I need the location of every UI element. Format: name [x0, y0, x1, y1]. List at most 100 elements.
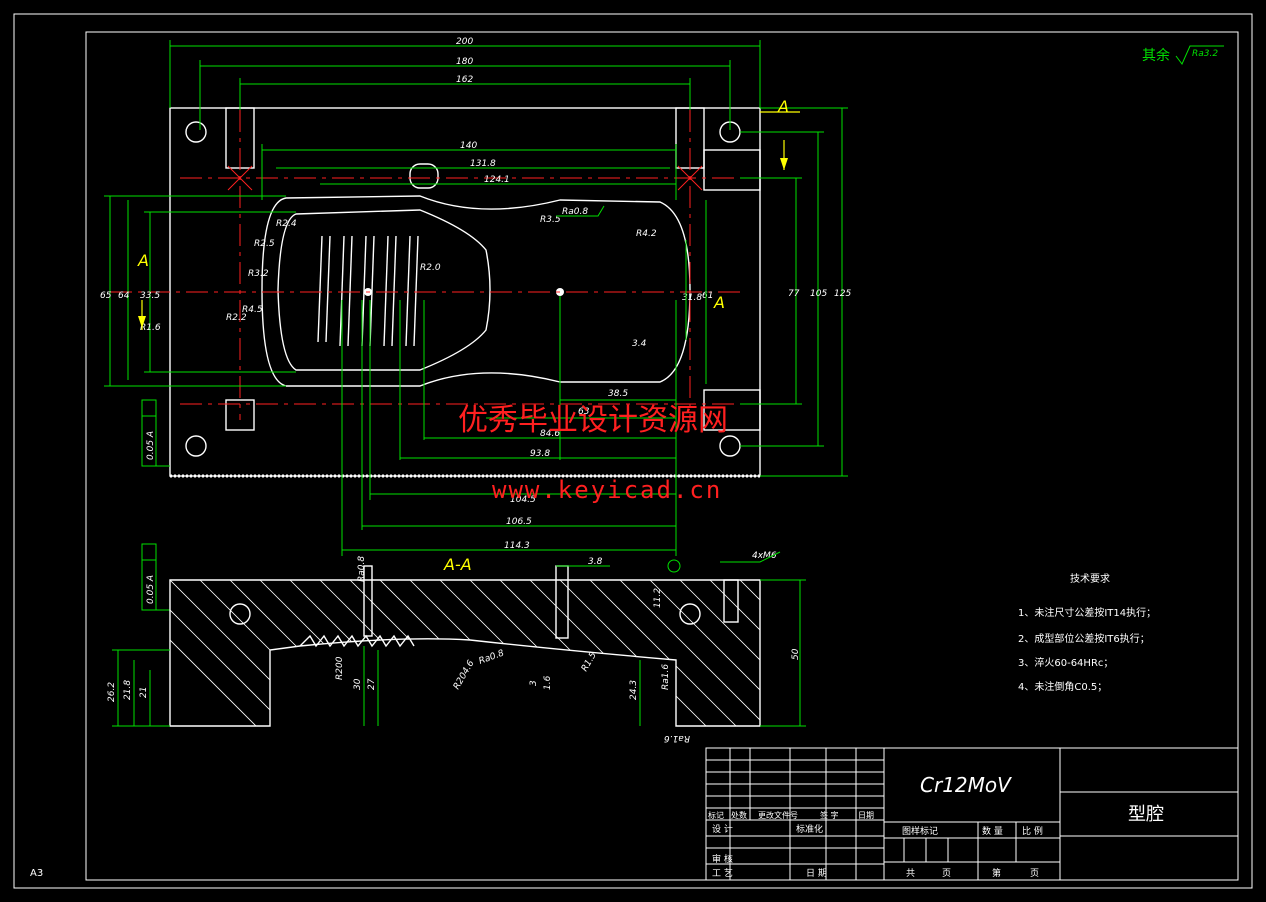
pocket-br	[703, 389, 761, 431]
plan-view	[110, 107, 761, 478]
dim-50: 50	[791, 648, 801, 660]
dim-r4-2: R4.2	[636, 229, 657, 239]
gate-pin	[363, 565, 373, 637]
dim-63: 63	[578, 407, 590, 417]
ribs	[317, 235, 419, 347]
dim-105: 105	[810, 289, 827, 299]
roughness-plan: Ra0.8	[562, 207, 588, 217]
plan-horizontal-dims: 200 180 162 140 131.8 124.1 38.5 63 84.6…	[169, 37, 761, 556]
plan-vertical-dims-right: 77 105 125	[740, 107, 851, 477]
outer-border	[13, 13, 1253, 889]
title-block: Cr12MoV 型腔 标记 处数 更改文件号 签 字 日期 设 计 标准化 审 …	[705, 747, 1239, 881]
section-outline	[169, 579, 761, 727]
dim-r3-5: R3.5	[540, 215, 561, 225]
tolerance-top-text: 0.05 A	[146, 431, 156, 460]
section-hole-left	[229, 603, 251, 625]
cavity-inner	[277, 209, 491, 371]
dim-162: 162	[456, 75, 473, 85]
tech-item-2: 2、成型部位公差按IT6执行；	[1018, 632, 1150, 645]
dim-200: 200	[456, 37, 473, 47]
dim-3-8: 3.8	[588, 557, 603, 567]
tb-scale: 比 例	[1022, 825, 1043, 837]
roughness-section-1: Ra0.8	[357, 556, 367, 582]
dim-1-6: 1.6	[543, 675, 553, 690]
tb-page-word: 页	[1030, 868, 1039, 879]
tolerance-frame-bottom: 0.05 A	[141, 543, 170, 611]
tb-sheet-word: 页	[942, 868, 951, 879]
tech-item-3: 3、淬火60-64HRc；	[1018, 656, 1113, 669]
dim-26-2: 26.2	[107, 682, 117, 702]
dim-r200: R200	[335, 656, 345, 680]
dim-4xm6: 4xM6	[752, 551, 777, 561]
dim-114-3: 114.3	[504, 541, 530, 551]
dim-r2-0: R2.0	[420, 263, 441, 273]
tech-item-4: 4、未注倒角C0.5；	[1018, 680, 1107, 693]
tb-total: 共	[906, 868, 915, 879]
dim-r1-6: R1.6	[140, 323, 161, 333]
dim-r2-4: R2.4	[276, 219, 297, 229]
plan-vertical-dims-left: 65 64 33.5	[100, 195, 296, 387]
dim-38-5: 38.5	[608, 389, 628, 399]
tb-design: 设 计	[712, 823, 733, 835]
tolerance-frame-top: 0.05 A	[141, 399, 170, 467]
surface-finish-label: 其余	[1142, 47, 1170, 64]
tech-item-1: 1、未注尺寸公差按IT14执行；	[1018, 606, 1156, 619]
tb-standardize: 标准化	[796, 823, 823, 835]
tb-mark: 标记	[708, 810, 724, 820]
dim-93-8: 93.8	[530, 449, 550, 459]
tb-page: 第	[992, 867, 1001, 879]
sheet-size-label: A3	[30, 868, 43, 879]
marker-a-top: A	[777, 97, 789, 116]
dim-77: 77	[788, 289, 800, 299]
dim-3: 3	[529, 680, 539, 686]
ejector-slot	[409, 163, 439, 189]
surface-finish-value: Ra3.2	[1192, 49, 1218, 59]
part-name: 型腔	[1128, 804, 1164, 825]
dim-31-8: 31.8	[682, 293, 702, 303]
datum-a-circle	[667, 559, 681, 573]
section-hole-right	[679, 603, 701, 625]
tb-change-doc: 更改文件号	[758, 810, 798, 820]
tb-count: 处数	[731, 810, 747, 820]
tb-weight: 数 量	[982, 825, 1003, 837]
dim-125: 125	[834, 289, 851, 299]
section-label: A-A	[443, 555, 472, 574]
dim-61: 61	[702, 291, 713, 301]
roughness-section-2: Ra0.8	[478, 648, 506, 666]
marker-a-right: A	[713, 293, 725, 312]
guide-hole-bl	[185, 435, 207, 457]
watermark-line1: 优秀毕业设计资源网	[458, 403, 728, 438]
pocket-bl	[225, 399, 255, 431]
tb-sign: 签 字	[820, 810, 839, 820]
tb-date: 日期	[858, 811, 874, 820]
dim-r1-5: R1.5	[580, 650, 599, 673]
dim-27: 27	[367, 678, 377, 690]
dim-30: 30	[353, 678, 363, 690]
tb-review: 审 核	[712, 853, 733, 865]
dim-11-2: 11.2	[653, 588, 663, 608]
dim-33-5: 33.5	[140, 291, 160, 301]
marker-a-left: A	[137, 251, 149, 270]
dim-r2-2: R2.2	[226, 313, 247, 323]
dim-24-3: 24.3	[629, 680, 639, 700]
dim-21-8: 21.8	[123, 680, 133, 700]
tech-title: 技术要求	[1070, 572, 1110, 585]
guide-hole-tl	[185, 121, 207, 143]
plan-inner-annotations: R3.2 R4.5 R2.4 R3.5 R2.0 R4.2 R2.2 R1.6 …	[140, 200, 713, 384]
tb-process: 工 艺	[712, 868, 733, 879]
dim-r2-5: R2.5	[254, 239, 275, 249]
roughness-section-4: Ra1.6	[664, 733, 690, 743]
dim-64: 64	[118, 291, 130, 301]
dim-106-5: 106.5	[506, 517, 532, 527]
dim-65: 65	[100, 291, 112, 301]
tb-date-2: 日 期	[806, 868, 827, 879]
technical-requirements: 技术要求 1、未注尺寸公差按IT14执行； 2、成型部位公差按IT6执行； 3、…	[1018, 572, 1156, 693]
cavity-outline	[261, 195, 691, 387]
pocket-r	[703, 149, 761, 191]
dim-124-1: 124.1	[484, 175, 510, 185]
watermark-line2: www.keyicad.cn	[492, 476, 722, 504]
dim-104-5: 104.5	[510, 495, 536, 505]
roughness-section-3: Ra1.6	[661, 664, 671, 690]
surface-finish-symbol	[1175, 45, 1224, 65]
